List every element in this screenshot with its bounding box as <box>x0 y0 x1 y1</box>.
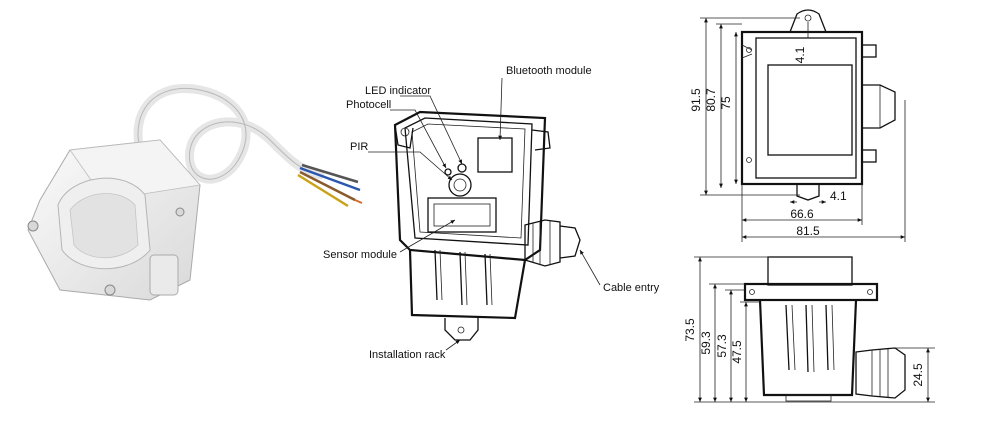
side-view-dimensions: 73.5 59.3 57.3 47.5 24.5 <box>683 256 935 403</box>
dim-tab-top: 4.1 <box>793 46 807 63</box>
installation-rack-label: Installation rack <box>369 349 446 361</box>
sensor-module-label: Sensor module <box>323 249 397 261</box>
callout-installation-rack: Installation rack <box>369 339 461 361</box>
callout-cable-entry: Cable entry <box>579 249 660 294</box>
dim-tab-bottom: 4.1 <box>830 189 847 203</box>
callout-pir: PIR <box>350 141 453 181</box>
dim-inner-width: 66.6 <box>790 207 814 221</box>
callout-led-indicator: LED indicator <box>365 85 463 165</box>
dim-body-height: 80.7 <box>704 88 718 112</box>
callout-sensor-module: Sensor module <box>323 219 456 261</box>
cable-entry-label: Cable entry <box>603 282 660 294</box>
front-view-drawing <box>740 9 896 201</box>
dim-side-total-height: 73.5 <box>683 318 697 342</box>
dim-cable-height: 24.5 <box>911 363 925 387</box>
callout-bluetooth-module: Bluetooth module <box>498 65 592 141</box>
dim-total-height: 91.5 <box>689 88 703 112</box>
callout-photocell: Photocell <box>346 99 447 169</box>
pir-label: PIR <box>350 141 368 153</box>
internal-view-drawing <box>393 110 581 341</box>
dim-side-height-b: 57.3 <box>715 334 729 358</box>
side-view-drawing <box>743 256 906 402</box>
photocell-label: Photocell <box>346 99 391 111</box>
dim-inner-height: 75 <box>719 96 733 110</box>
dim-side-height-c: 47.5 <box>730 340 744 364</box>
front-view-dimensions: 91.5 80.7 75 4.1 4.1 66.6 81.5 <box>689 17 906 242</box>
led-indicator-label: LED indicator <box>365 85 431 97</box>
dim-side-height-a: 59.3 <box>699 331 713 355</box>
bluetooth-module-label: Bluetooth module <box>506 65 592 77</box>
dim-total-width: 81.5 <box>796 224 820 238</box>
product-photo <box>27 84 363 301</box>
